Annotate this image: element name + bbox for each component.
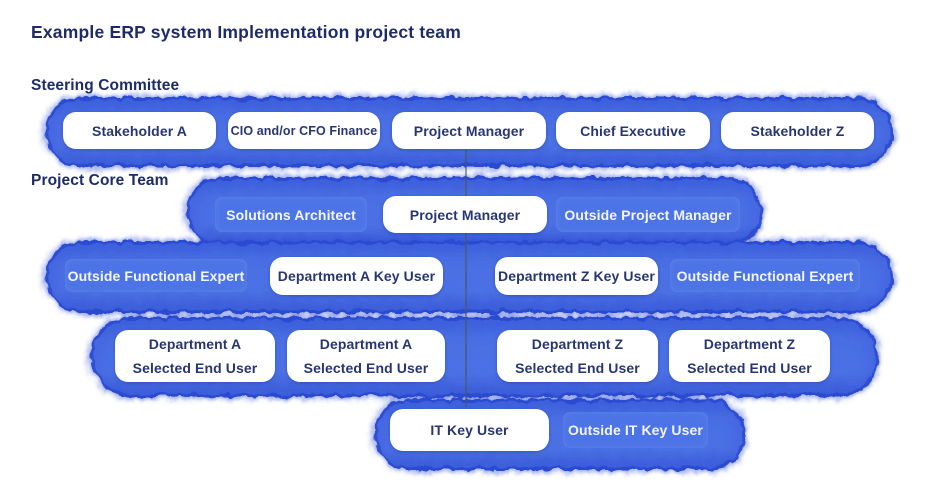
org-box-department-a-key-user: Department A Key User bbox=[270, 257, 443, 295]
org-box-outside-project-manager: Outside Project Manager bbox=[556, 197, 740, 232]
org-box-department-a-end-user-1: Department A Selected End User bbox=[115, 330, 275, 382]
org-box-project-manager-core: Project Manager bbox=[383, 196, 547, 233]
org-box-outside-functional-expert-right: Outside Functional Expert bbox=[670, 259, 860, 292]
section-label-project-core-team: Project Core Team bbox=[31, 172, 169, 189]
org-box-department-z-end-user-1: Department Z Selected End User bbox=[497, 330, 658, 382]
org-box-project-manager-steering: Project Manager bbox=[392, 112, 546, 149]
org-box-cio-cfo-finance: CIO and/or CFO Finance bbox=[228, 112, 380, 149]
org-box-outside-it-key-user: Outside IT Key User bbox=[563, 412, 708, 448]
org-box-stakeholder-a: Stakeholder A bbox=[63, 112, 216, 149]
org-box-stakeholder-z: Stakeholder Z bbox=[721, 112, 874, 149]
section-label-steering-committee: Steering Committee bbox=[31, 77, 180, 94]
org-box-chief-executive: Chief Executive bbox=[556, 112, 710, 149]
org-box-it-key-user: IT Key User bbox=[390, 409, 549, 451]
org-box-department-z-key-user: Department Z Key User bbox=[495, 257, 658, 295]
org-box-department-a-end-user-2: Department A Selected End User bbox=[287, 330, 445, 382]
org-box-solutions-architect: Solutions Architect bbox=[215, 197, 367, 232]
center-fold-line bbox=[465, 150, 467, 407]
org-box-department-z-end-user-2: Department Z Selected End User bbox=[669, 330, 830, 382]
org-box-outside-functional-expert-left: Outside Functional Expert bbox=[65, 259, 247, 292]
page-title: Example ERP system Implementation projec… bbox=[31, 22, 461, 42]
